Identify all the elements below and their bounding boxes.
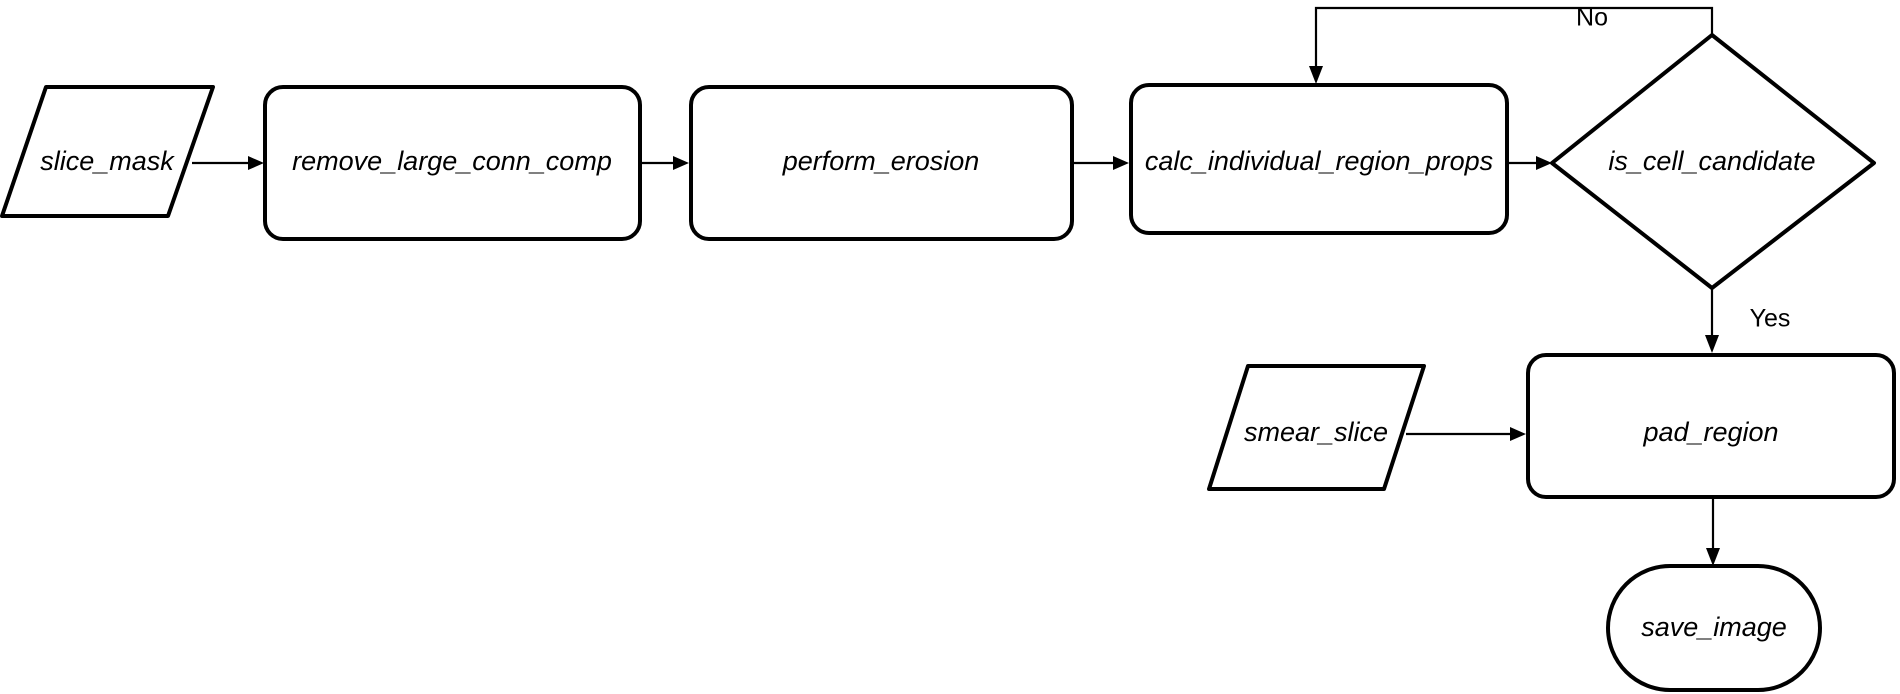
- node-label-is-cell-candidate: is_cell_candidate: [1608, 146, 1815, 176]
- node-pad-region[interactable]: pad_region: [1526, 353, 1896, 499]
- node-smear-slice[interactable]: smear_slice: [1207, 364, 1426, 491]
- edge-pad-region-to-save-image: [1706, 497, 1720, 566]
- rounded-rect-shape: [1129, 83, 1509, 235]
- arrowhead-icon: [673, 156, 689, 170]
- node-label-smear-slice: smear_slice: [1244, 417, 1388, 447]
- edge-smear-slice-to-pad-region: [1406, 427, 1526, 441]
- arrowhead-icon: [248, 156, 264, 170]
- edge-line: [1314, 6, 1714, 74]
- parallelogram-shape: [0, 85, 215, 218]
- node-label-remove-large-conn-comp: remove_large_conn_comp: [292, 146, 612, 176]
- arrowhead-icon: [1113, 156, 1129, 170]
- node-perform-erosion[interactable]: perform_erosion: [689, 85, 1074, 241]
- node-label-save-image: save_image: [1641, 612, 1787, 642]
- edge-is-cell-candidate-yes-to-pad-region: Yes: [1705, 286, 1790, 353]
- node-save-image[interactable]: save_image: [1606, 564, 1822, 692]
- edge-remove-large-conn-comp-to-perform-erosion: [642, 156, 689, 170]
- arrowhead-icon: [1705, 335, 1719, 353]
- node-label-perform-erosion: perform_erosion: [782, 146, 980, 176]
- rounded-rect-shape: [263, 85, 642, 241]
- node-calc-individual-region-props[interactable]: calc_individual_region_props: [1129, 83, 1509, 235]
- arrowhead-icon: [1510, 427, 1526, 441]
- node-label-pad-region: pad_region: [1642, 417, 1778, 447]
- edge-slice-mask-to-remove-large-conn-comp: [192, 156, 264, 170]
- node-label-calc-individual-region-props: calc_individual_region_props: [1145, 146, 1493, 176]
- parallelogram-shape: [1207, 364, 1426, 491]
- node-label-slice-mask: slice_mask: [40, 146, 175, 176]
- rounded-rect-shape: [689, 85, 1074, 241]
- node-slice-mask[interactable]: slice_mask: [0, 85, 215, 218]
- arrowhead-icon: [1536, 156, 1552, 170]
- edge-perform-erosion-to-calc-individual-region-props: [1072, 156, 1129, 170]
- edge-label-yes: Yes: [1750, 305, 1791, 333]
- arrowhead-icon: [1706, 548, 1720, 566]
- edge-calc-individual-region-props-to-is-cell-candidate: [1507, 156, 1552, 170]
- edge-label-no: No: [1576, 4, 1608, 32]
- stadium-shape: [1606, 564, 1822, 692]
- edge-is-cell-candidate-no-loop: No: [1309, 4, 1714, 84]
- node-remove-large-conn-comp[interactable]: remove_large_conn_comp: [263, 85, 642, 241]
- rounded-rect-shape: [1526, 353, 1896, 499]
- node-is-cell-candidate[interactable]: is_cell_candidate: [1550, 33, 1876, 290]
- diamond-shape: [1550, 33, 1876, 290]
- arrowhead-icon: [1309, 66, 1323, 84]
